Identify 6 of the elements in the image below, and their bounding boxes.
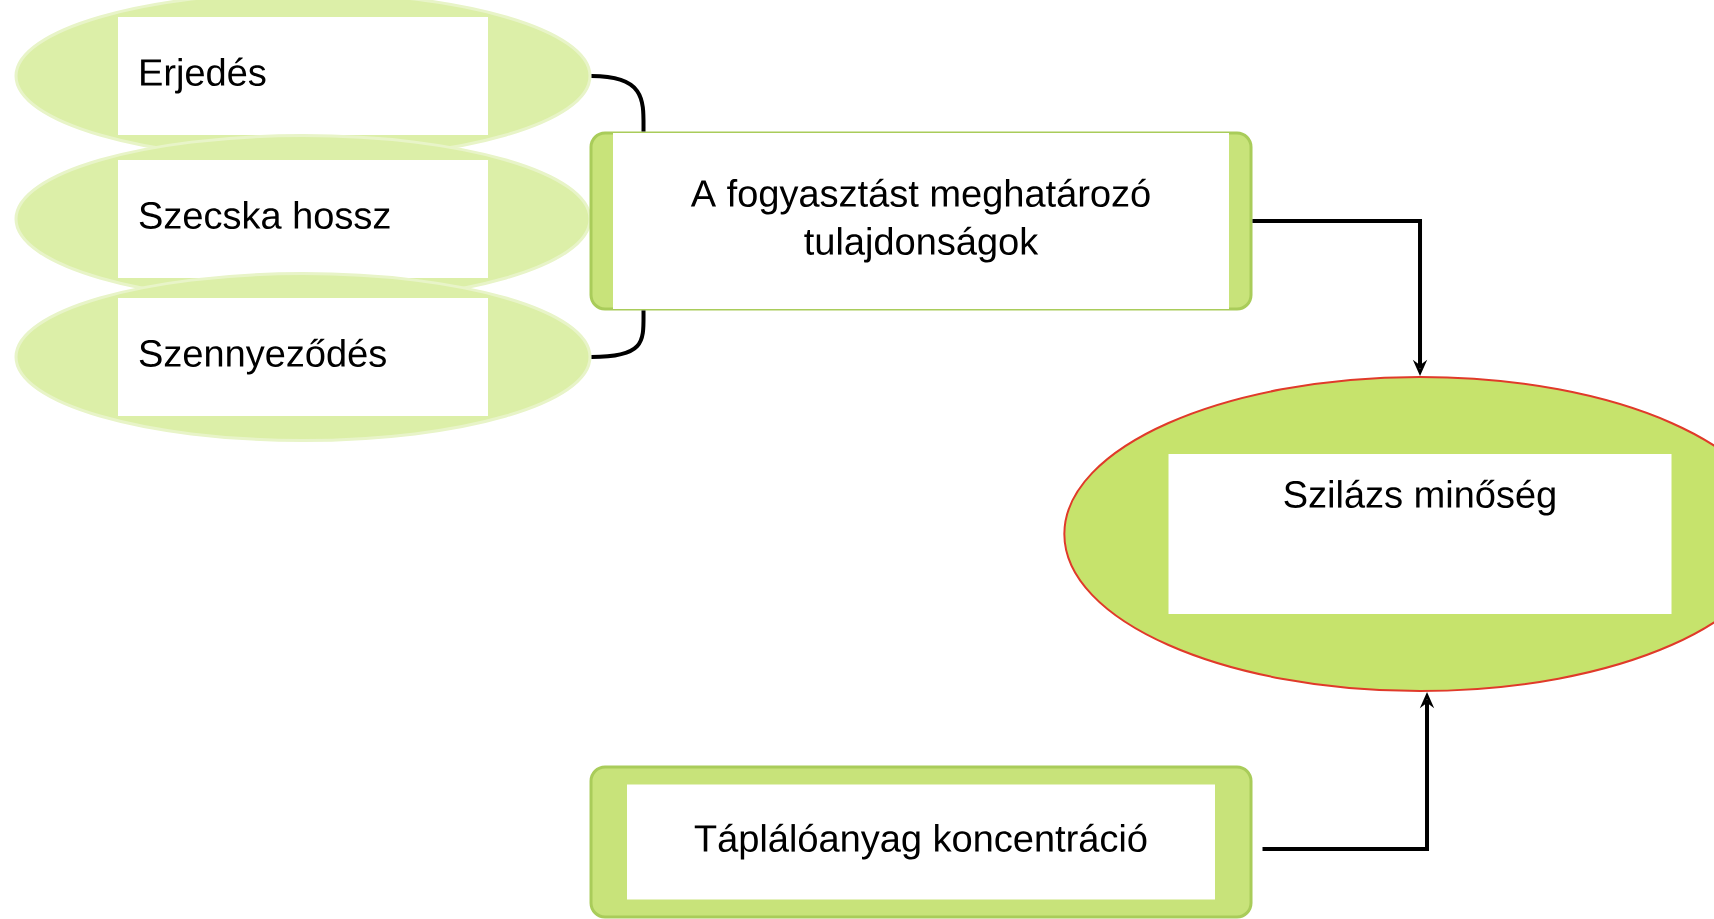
ellipse-node: Szennyeződés (14, 272, 592, 442)
connector (591, 310, 646, 359)
ellipse-node: Szilázs minőség (1063, 376, 1714, 692)
connector (591, 74, 646, 132)
rounded-box: A fogyasztást meghatározó tulajdonságok (589, 131, 1253, 311)
rounded-box: Táplálóanyag koncentráció (589, 765, 1253, 919)
